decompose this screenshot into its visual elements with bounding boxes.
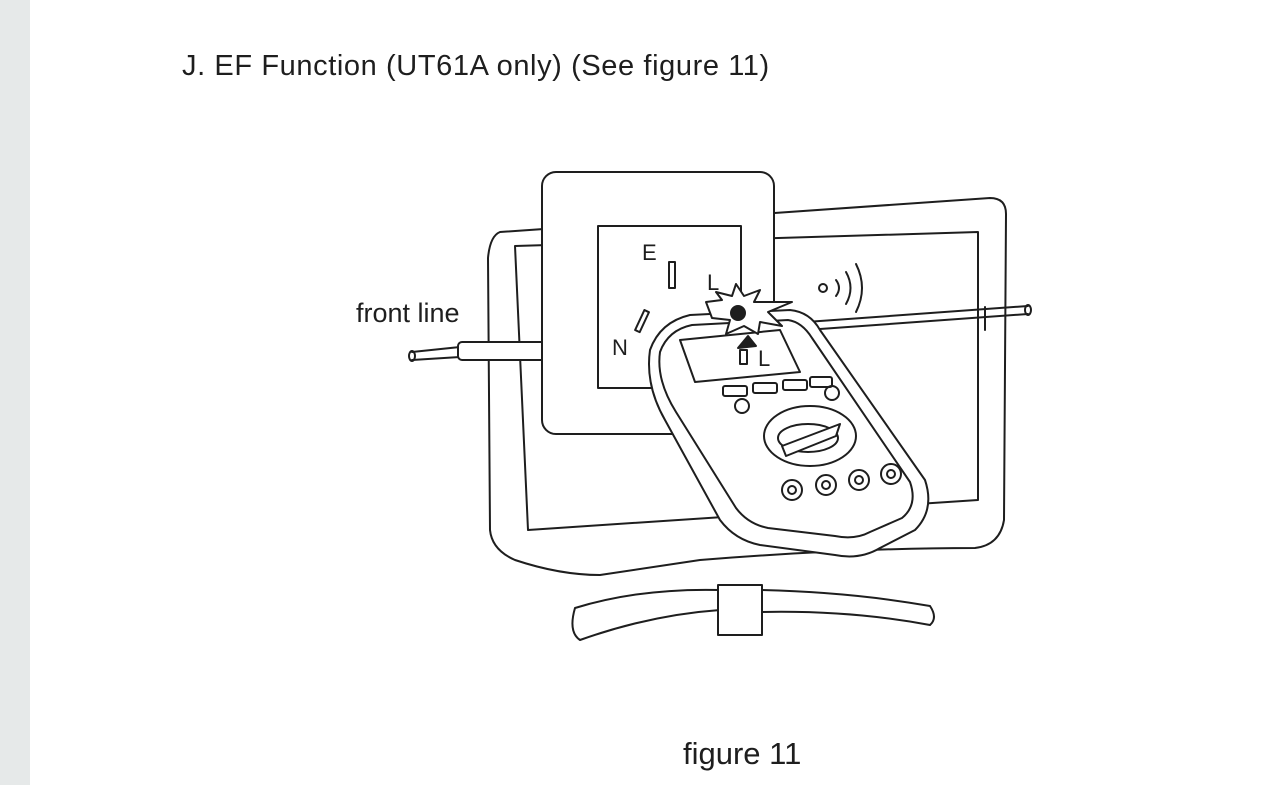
section-heading: J. EF Function (UT61A only) (See figure … — [182, 50, 770, 82]
figure-caption: figure 11 — [683, 736, 802, 771]
signal-waves-icon — [818, 263, 863, 313]
ef-indicator-flash-icon — [705, 283, 793, 335]
stand-illustration — [571, 584, 935, 641]
multimeter-illustration: L — [648, 309, 930, 558]
figure-11-illustration: E L N L — [408, 171, 1032, 641]
page-left-margin — [0, 0, 30, 785]
socket-letter-e: E — [642, 240, 657, 265]
socket-letter-l: L — [707, 270, 719, 295]
front-line-label: front line — [356, 298, 460, 328]
socket-letter-n: N — [612, 335, 628, 360]
meter-display-reading: L — [758, 346, 770, 371]
